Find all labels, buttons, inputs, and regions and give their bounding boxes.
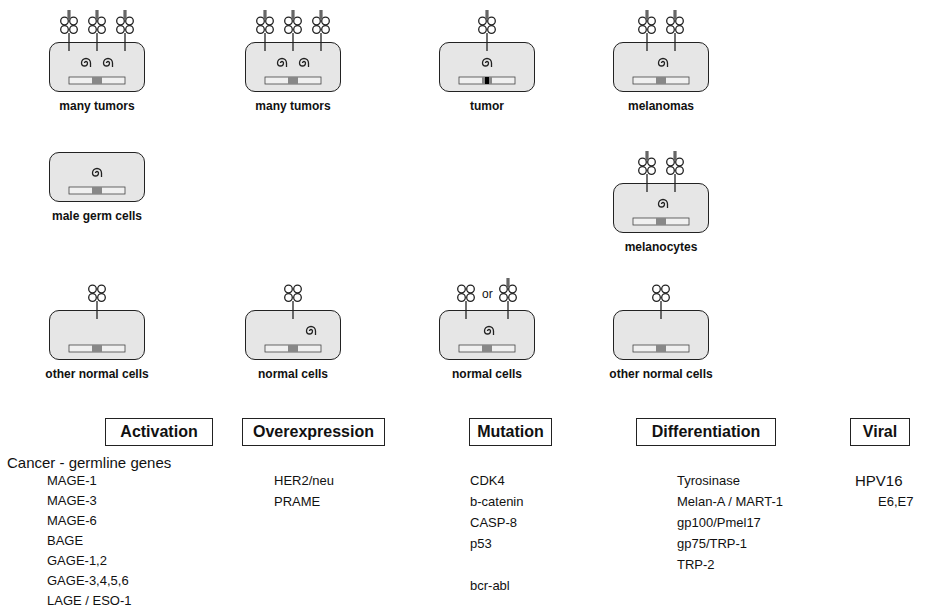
category-box: Overexpression bbox=[242, 418, 385, 446]
cell-label: many tumors bbox=[208, 99, 378, 113]
category-title: Mutation bbox=[477, 422, 544, 442]
antigen-name: E6,E7 bbox=[878, 494, 913, 510]
antigen-name: Tyrosinase bbox=[677, 473, 740, 489]
antigen-name: GAGE-1,2 bbox=[47, 553, 107, 569]
antigen-name: CDK4 bbox=[470, 473, 505, 489]
antigen-name: TRP-2 bbox=[677, 557, 715, 573]
connector-word: or bbox=[482, 287, 493, 301]
cell-outline: normal cells bbox=[439, 310, 535, 360]
antigen-name: BAGE bbox=[47, 533, 83, 549]
category-box: Differentiation bbox=[636, 418, 776, 446]
antigen-name: MAGE-1 bbox=[47, 473, 97, 489]
category-box: Viral bbox=[850, 418, 910, 446]
cell-label: other normal cells bbox=[12, 367, 182, 381]
cell-label: melanomas bbox=[576, 99, 746, 113]
antigen-name: GAGE-3,4,5,6 bbox=[47, 573, 129, 589]
antigen-name: Cancer - germline genes bbox=[7, 454, 171, 472]
cell-outline: other normal cells bbox=[613, 310, 709, 360]
cell-outline: melanomas bbox=[613, 42, 709, 92]
category-title: Activation bbox=[120, 422, 197, 442]
antigen-name: HPV16 bbox=[855, 472, 903, 490]
category-title: Overexpression bbox=[253, 422, 374, 442]
category-box: Mutation bbox=[469, 418, 552, 446]
antigen-name: bcr-abl bbox=[470, 578, 510, 594]
cell-label: melanocytes bbox=[576, 240, 746, 254]
antigen-name: MAGE-3 bbox=[47, 493, 97, 509]
cell-label: male germ cells bbox=[12, 209, 182, 223]
antigen-name: CASP-8 bbox=[470, 515, 517, 531]
cell-outline: melanocytes bbox=[613, 183, 709, 233]
category-box: Activation bbox=[105, 418, 213, 446]
cell-outline: many tumors bbox=[49, 42, 145, 92]
antigen-name: gp100/Pmel17 bbox=[677, 515, 761, 531]
connector-word: p53 bbox=[470, 536, 492, 552]
antigen-name: Melan-A / MART-1 bbox=[677, 494, 783, 510]
antigen-name: MAGE-6 bbox=[47, 513, 97, 529]
cell-outline: male germ cells bbox=[49, 152, 145, 202]
cell-label: normal cells bbox=[208, 367, 378, 381]
antigen-name: LAGE / ESO-1 bbox=[47, 593, 132, 609]
cell-label: tumor bbox=[402, 99, 572, 113]
category-title: Viral bbox=[863, 422, 897, 442]
cell-label: many tumors bbox=[12, 99, 182, 113]
cell-outline: normal cells bbox=[245, 310, 341, 360]
cell-outline: many tumors bbox=[245, 42, 341, 92]
cell-label: other normal cells bbox=[576, 367, 746, 381]
antigen-name: HER2/neu bbox=[274, 473, 334, 489]
antigen-name: b-catenin bbox=[470, 494, 523, 510]
cell-label: normal cells bbox=[402, 367, 572, 381]
category-title: Differentiation bbox=[652, 422, 760, 442]
cell-outline: other normal cells bbox=[49, 310, 145, 360]
cell-outline: tumor bbox=[439, 42, 535, 92]
antigen-name: PRAME bbox=[274, 494, 320, 510]
antigen-name: gp75/TRP-1 bbox=[677, 536, 747, 552]
